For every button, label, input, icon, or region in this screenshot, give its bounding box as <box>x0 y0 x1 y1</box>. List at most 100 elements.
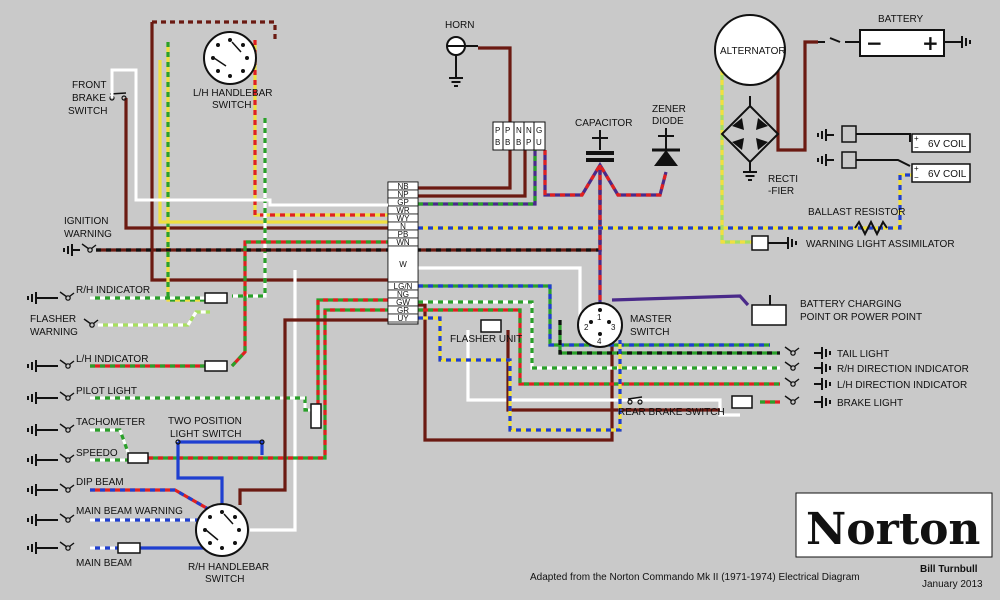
main-beam-label: MAIN BEAM <box>76 558 132 569</box>
brake-light-label: BRAKE LIGHT <box>837 398 903 409</box>
zener-label-2: DIODE <box>652 116 684 127</box>
rh-dir-lamp-icon <box>784 361 800 371</box>
flasher-warning-label-2: WARNING <box>30 327 78 338</box>
pilot-light-lamp-icon <box>59 391 75 401</box>
wire-green-white-lh-b <box>232 118 267 298</box>
battery: BATTERY − + <box>818 14 971 57</box>
date-text: January 2013 <box>922 579 983 590</box>
rectifier-ground-icon <box>742 161 758 181</box>
rear-brake-switch: REAR BRAKE SWITCH <box>618 395 753 418</box>
front-brake-switch: FRONT BRAKE SWITCH <box>68 68 388 207</box>
master-switch: 1 2 3 4 MASTER SWITCH <box>577 302 672 348</box>
flasher-unit: FLASHER UNIT <box>450 319 522 345</box>
wire-rectifier-right <box>776 40 818 152</box>
tachometer-label: TACHOMETER <box>76 417 145 428</box>
main-beam-warning-lamp-icon <box>59 513 75 523</box>
front-brake-label-3: SWITCH <box>68 106 107 117</box>
ignition-warning-ground-icon <box>63 243 81 257</box>
wire-rh-dir-b <box>418 300 780 370</box>
tail-light-label: TAIL LIGHT <box>837 349 889 360</box>
wire-uy-b <box>418 316 622 432</box>
flasher-unit-label: FLASHER UNIT <box>450 334 522 345</box>
tachometer-ground-icon <box>27 423 45 437</box>
coil2-ground-icon <box>817 153 835 167</box>
speedo-label: SPEEDO <box>76 448 118 459</box>
horn-connector-4b: P <box>526 138 531 147</box>
two-position-label-2: LIGHT SWITCH <box>170 429 241 440</box>
rear-brake-label: REAR BRAKE SWITCH <box>618 407 725 418</box>
charging-label-1: BATTERY CHARGING <box>800 299 902 310</box>
wires <box>90 20 912 550</box>
battery-charging-point: BATTERY CHARGING POINT OR POWER POINT <box>751 295 922 326</box>
credit-text: Adapted from the Norton Commando Mk II (… <box>530 572 860 583</box>
rectifier-label-1: RECTI <box>768 174 798 185</box>
lh-dir-label: L/H DIRECTION INDICATOR <box>837 380 967 391</box>
brake-ground-icon <box>813 395 831 409</box>
rh-indicator-lamp-icon <box>59 291 75 301</box>
charging-label-2: POINT OR POWER POINT <box>800 312 922 323</box>
wire-capacitor-b <box>543 150 668 197</box>
rh-indicator-label: R/H INDICATOR <box>76 285 150 296</box>
wire-brown-front-brake <box>124 98 388 230</box>
battery-minus: − <box>866 31 883 55</box>
horn-connector-3b: B <box>516 138 521 147</box>
rh-indicator-ground-icon <box>27 291 45 305</box>
ignition-coils: + − + − 6V COIL 6V COIL <box>817 125 971 183</box>
wire-two-position-b <box>178 440 264 455</box>
terminal-cell-13 <box>387 313 419 323</box>
wire-tail-light-b <box>558 320 780 355</box>
horn-connector-2: P <box>505 126 510 135</box>
horn-connector-2b: B <box>505 138 510 147</box>
wire-lh-indicator-to-block-b <box>230 240 388 368</box>
wire-pilot-up <box>316 298 388 405</box>
main-beam-warning-label: MAIN BEAM WARNING <box>76 506 183 517</box>
wire-alternator-green <box>720 60 752 244</box>
tail-light-icon <box>784 346 800 356</box>
coil2-minus: − <box>914 173 919 182</box>
rh-dir-ground-icon <box>813 361 831 375</box>
terminal-label: W <box>399 260 407 269</box>
lh-indicator: L/H INDICATOR <box>27 354 228 373</box>
horn-connector-4: N <box>526 126 532 135</box>
tail-light-ground-icon <box>813 346 831 360</box>
main-beam-lamp-icon <box>59 541 75 551</box>
speedo: SPEEDO <box>27 448 149 467</box>
dip-beam-label: DIP BEAM <box>76 477 124 488</box>
master-pin-4: 4 <box>597 337 602 346</box>
assimilator-ground-icon <box>779 236 797 250</box>
horn-ground-icon <box>448 67 464 87</box>
wire-pilot-up-b <box>316 298 388 405</box>
dip-beam-ground-icon <box>27 483 45 497</box>
alternator: ALTERNATOR <box>714 14 786 86</box>
zener-label-1: ZENER <box>652 104 686 115</box>
wire-flasher-warning-b <box>98 310 210 327</box>
flasher-warning-lamp-icon <box>83 318 99 328</box>
wire-yellow-green-1 <box>166 42 205 302</box>
wire-ballast-b <box>418 173 912 230</box>
wire-brown-top <box>152 20 277 42</box>
rh-switch-label-1: R/H HANDLEBAR <box>188 562 269 573</box>
horn: HORN <box>445 20 478 87</box>
speedo-lamp-icon <box>59 453 75 463</box>
ballast-resistor: BALLAST RESISTOR <box>808 207 905 237</box>
ballast-label: BALLAST RESISTOR <box>808 207 905 218</box>
pilot-light-ground-icon <box>27 391 45 405</box>
norton-logo: Norton <box>795 492 993 558</box>
terminal-label: GP <box>397 198 409 207</box>
terminal-label: NP <box>397 190 408 199</box>
lh-handlebar-switch: L/H HANDLEBAR SWITCH <box>193 31 272 111</box>
lh-indicator-lamp-icon <box>59 359 75 369</box>
wire-master-to-charging <box>611 294 750 307</box>
capacitor: CAPACITOR <box>575 118 632 162</box>
terminal-label: LG/N <box>394 282 413 291</box>
lh-indicator-label: L/H INDICATOR <box>76 354 148 365</box>
ignition-warning-label-1: IGNITION <box>64 216 108 227</box>
wire-white-right <box>466 330 740 417</box>
terminal-label: WR <box>396 206 410 215</box>
rectifier-label-2: -FIER <box>768 186 794 197</box>
wire-brown-red-top <box>150 22 388 282</box>
terminal-label: GW <box>396 298 410 307</box>
wire-alternator-green-b <box>720 60 752 244</box>
